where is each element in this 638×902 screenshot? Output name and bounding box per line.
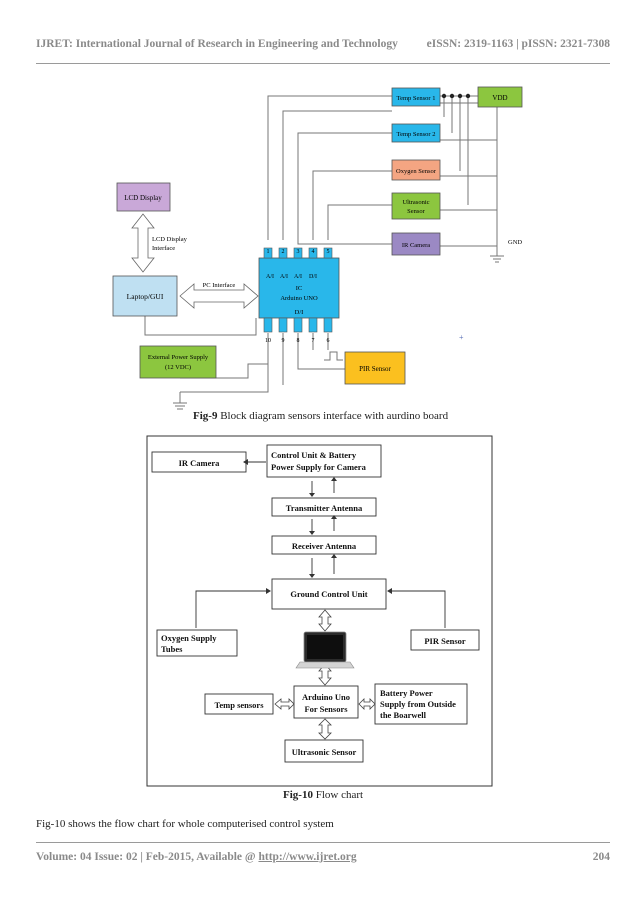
pir-sensor-block (344, 351, 406, 385)
pir-sensor-label: PIR Sensor (359, 365, 391, 373)
fig9-caption-label: Fig-9 (193, 410, 218, 422)
pin-label-3: 3 (297, 249, 300, 255)
pin-label-7: 7 (312, 338, 315, 344)
arduino-dio-label: D/I (295, 309, 304, 316)
footer-volume: Volume: 04 Issue: 02 | Feb-2015, Availab… (36, 851, 357, 863)
body-paragraph: Fig-10 shows the flow chart for whole co… (36, 818, 334, 830)
node-temp-sensors: Temp sensors (214, 700, 264, 710)
ultrasonic-label-1: Ultrasonic (402, 199, 429, 206)
header-rule (36, 63, 610, 64)
node-ultrasonic: Ultrasonic Sensor (292, 747, 357, 757)
node-arduino-2: For Sensors (304, 704, 348, 714)
arduino-pin-a3: A/I (294, 274, 302, 280)
arduino-pin-a1: A/I (266, 274, 274, 280)
lcd-interface-label-2: Interface (152, 245, 175, 252)
node-battery-1: Battery Power (380, 688, 433, 698)
temp-sensor-1-label: Temp Sensor 1 (397, 95, 436, 102)
arduino-pin-d: D/I (309, 274, 317, 280)
lcd-display-block (116, 182, 171, 212)
page-number: 204 (592, 851, 610, 863)
external-power-label-2: (12 VDC) (165, 364, 191, 371)
lcd-interface-label-1: LCD Display (152, 236, 188, 243)
node-pir: PIR Sensor (424, 636, 466, 646)
footer-volume-text: Volume: 04 Issue: 02 | Feb-2015, Availab… (36, 851, 259, 863)
fig10-caption-text: Flow chart (312, 789, 364, 801)
ir-camera-label: IR Camera (402, 242, 430, 249)
ultrasonic-sensor-block (391, 192, 441, 220)
laptop-block (112, 275, 178, 317)
arduino-block (258, 257, 340, 319)
node-transmitter: Transmitter Antenna (286, 503, 363, 513)
node-control-unit-2: Power Supply for Camera (271, 462, 367, 472)
node-arduino-1: Arduino Uno (302, 692, 350, 702)
node-battery-3: the Boarwell (380, 710, 427, 720)
pin-label-6: 6 (327, 338, 330, 344)
node-battery-2: Supply from Outside (380, 699, 456, 709)
journal-link[interactable]: http://www.ijret.org (258, 851, 357, 863)
fig10-caption-label: Fig-10 (283, 789, 313, 801)
fig10-flow-chart: IR Camera Control Unit & Battery Power S… (146, 435, 493, 787)
external-power-label-1: External Power Supply (148, 354, 209, 361)
flowchart-frame (146, 435, 493, 787)
lcd-interface-arrow (131, 213, 155, 273)
pc-interface-arrow (179, 283, 259, 309)
pin-label-5: 5 (327, 249, 330, 255)
fig9-block-diagram: Temp Sensor 1 Temp Sensor 2 Oxygen Senso… (112, 86, 523, 410)
node-ground-control: Ground Control Unit (290, 589, 367, 599)
fig9-caption-text: Block diagram sensors interface with aur… (217, 410, 449, 422)
pin-label-1: 1 (267, 249, 270, 255)
ir-camera-block (391, 232, 441, 256)
pin-label-9: 9 (282, 338, 285, 344)
fig9-caption: Fig-9 Block diagram sensors interface wi… (193, 410, 448, 422)
node-ir-camera: IR Camera (179, 458, 221, 468)
lcd-display-label: LCD Display (124, 194, 162, 202)
journal-title: IJRET: International Journal of Research… (36, 38, 398, 50)
node-control-unit-1: Control Unit & Battery (271, 450, 357, 460)
node-receiver: Receiver Antenna (292, 541, 357, 551)
external-power-block (139, 345, 217, 379)
oxygen-sensor-label: Oxygen Sensor (396, 168, 437, 175)
ultrasonic-label-2: Sensor (407, 208, 426, 215)
fig10-caption: Fig-10 Flow chart (283, 789, 363, 801)
pin-label-8: 8 (297, 338, 300, 344)
gnd-label: GND (508, 239, 522, 246)
node-oxygen-1: Oxygen Supply (161, 633, 217, 643)
oxygen-sensor-block (391, 159, 441, 181)
arduino-ic-label: IC (296, 285, 303, 292)
pin-label-4: 4 (312, 249, 315, 255)
temp-sensor-2-block (391, 123, 441, 143)
plus-mark: + (459, 333, 464, 342)
temp-sensor-2-label: Temp Sensor 2 (397, 131, 436, 138)
laptop-label: Laptop/GUI (127, 292, 164, 301)
pin-label-2: 2 (282, 249, 285, 255)
node-oxygen-2: Tubes (161, 644, 183, 654)
pc-interface-label: PC Interface (203, 282, 236, 289)
pin-label-10: 10 (265, 338, 271, 344)
arduino-name-label: Arduino UNO (280, 295, 318, 302)
vdd-label: VDD (492, 94, 507, 102)
footer-rule (36, 842, 610, 843)
arduino-pin-a2: A/I (280, 274, 288, 280)
temp-sensor-1-block (391, 87, 441, 107)
laptop-icon (295, 631, 355, 669)
issn-text: eISSN: 2319-1163 | pISSN: 2321-7308 (426, 38, 610, 50)
vdd-block (477, 86, 523, 108)
